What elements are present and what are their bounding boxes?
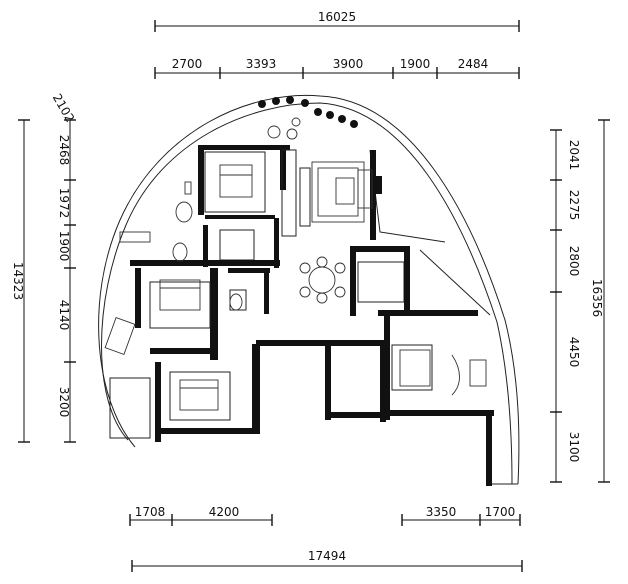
landscape-plants bbox=[258, 96, 358, 140]
dim-right-3: 2800 bbox=[567, 246, 581, 277]
dim-right-1: 2041 bbox=[567, 140, 581, 171]
right-segment-dimensions: 2041 2275 2800 4450 3100 bbox=[550, 129, 581, 483]
dim-top-total: 16025 bbox=[318, 10, 356, 24]
dim-left-5: 4140 bbox=[57, 300, 71, 331]
dim-left-3: 1972 bbox=[57, 188, 71, 219]
dim-top-5: 2484 bbox=[458, 57, 489, 71]
dim-top-1: 2700 bbox=[172, 57, 203, 71]
building-outline bbox=[98, 94, 520, 485]
left-segment-dimensions: 2102 2468 1972 1900 4140 3200 bbox=[50, 91, 77, 443]
dim-top-3: 3900 bbox=[333, 57, 364, 71]
bottom-segment-dimensions: 1708 4200 3350 1700 bbox=[129, 505, 521, 526]
dim-bottom-4: 1700 bbox=[485, 505, 516, 519]
left-total-dimension: 14323 bbox=[11, 119, 30, 443]
dim-left-4: 1900 bbox=[57, 231, 71, 262]
dim-right-2: 2275 bbox=[567, 190, 581, 221]
furniture bbox=[104, 161, 487, 411]
dim-left-6: 3200 bbox=[57, 387, 71, 418]
dim-left-2: 2468 bbox=[57, 135, 71, 166]
dim-left-1: 2102 bbox=[50, 91, 77, 124]
top-segment-dimensions: 2700 3393 3900 1900 2484 bbox=[154, 57, 520, 79]
dim-right-total: 16356 bbox=[590, 279, 604, 317]
dim-top-4: 1900 bbox=[400, 57, 431, 71]
dim-left-total: 14323 bbox=[11, 262, 25, 300]
bottom-total-dimension: 17494 bbox=[131, 549, 523, 572]
right-total-dimension: 16356 bbox=[590, 119, 610, 483]
dim-right-5: 3100 bbox=[567, 432, 581, 463]
dim-right-4: 4450 bbox=[567, 337, 581, 368]
dim-bottom-total: 17494 bbox=[308, 549, 346, 563]
dim-bottom-3: 3350 bbox=[426, 505, 457, 519]
dim-top-2: 3393 bbox=[246, 57, 277, 71]
top-total-dimension: 16025 bbox=[154, 10, 520, 32]
interior-walls bbox=[109, 145, 494, 486]
dim-bottom-1: 1708 bbox=[135, 505, 166, 519]
dim-bottom-2: 4200 bbox=[209, 505, 240, 519]
